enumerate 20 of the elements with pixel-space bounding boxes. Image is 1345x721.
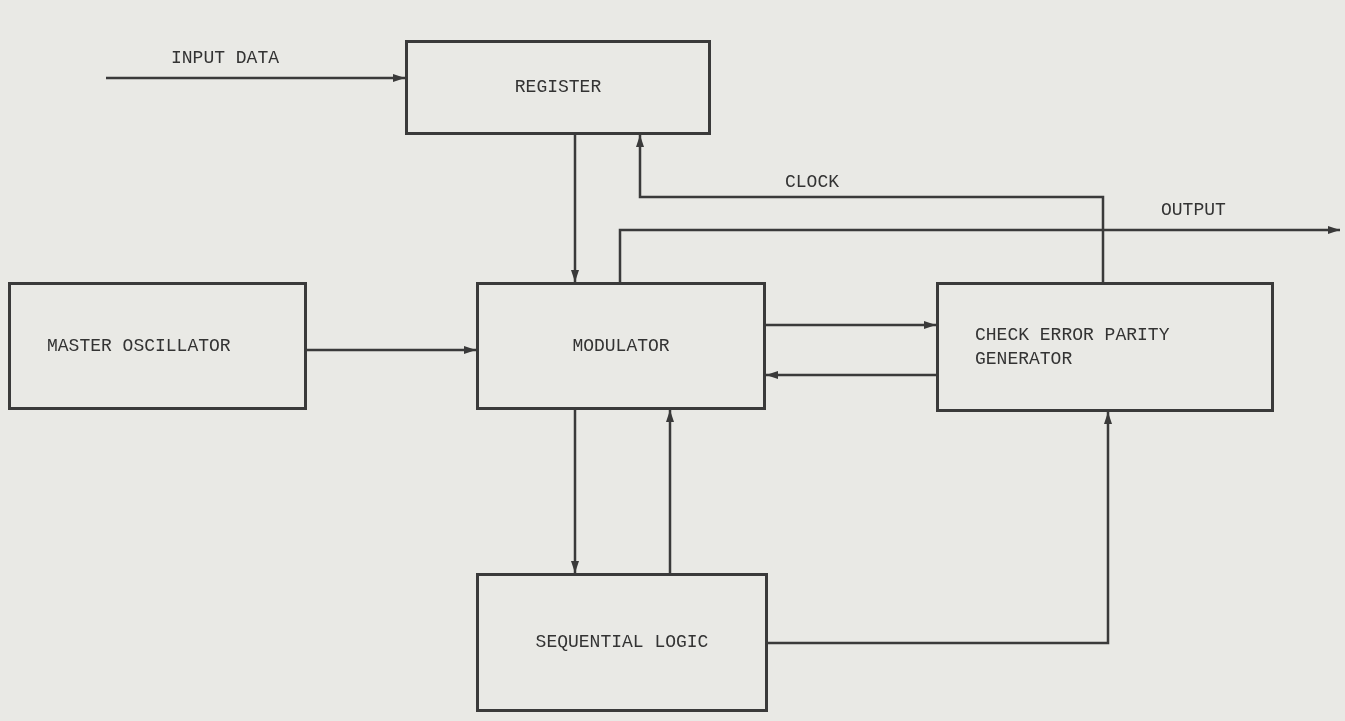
- block-label: SEQUENTIAL LOGIC: [535, 631, 709, 655]
- arrow: [666, 410, 674, 573]
- arrow: [618, 226, 1340, 282]
- block-box: [405, 40, 711, 135]
- arrow: [766, 371, 936, 379]
- block-box: [476, 282, 766, 410]
- arrow: [106, 74, 405, 82]
- arrow: [571, 135, 579, 282]
- block-label: CHECK ERROR PARITY GENERATOR: [975, 323, 1171, 371]
- arrow: [768, 412, 1112, 645]
- arrow: [307, 346, 476, 354]
- block-box: [936, 282, 1274, 412]
- arrow: [636, 135, 1105, 282]
- arrow: [571, 410, 579, 573]
- block-label: MODULATOR: [572, 334, 670, 358]
- block-box: [8, 282, 307, 410]
- block-label: MASTER OSCILLATOR: [47, 334, 231, 358]
- block-label: REGISTER: [514, 76, 602, 100]
- arrow: [766, 321, 936, 329]
- block-box: [476, 573, 768, 712]
